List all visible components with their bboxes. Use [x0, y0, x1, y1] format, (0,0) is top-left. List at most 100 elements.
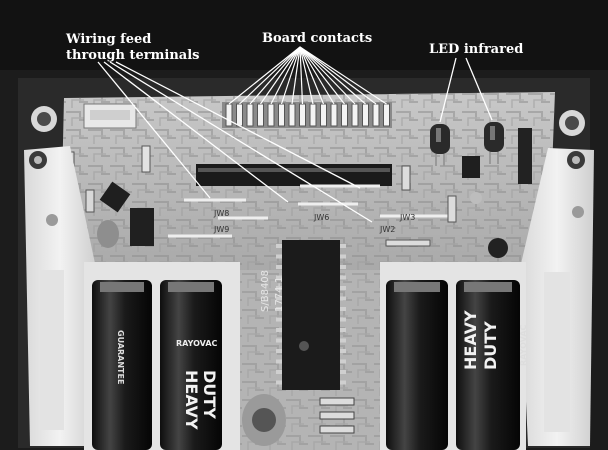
chip-pin: [276, 349, 282, 353]
board-contact-leader: [270, 46, 301, 105]
chip-pin: [276, 265, 282, 269]
jumper-label: JW3: [399, 213, 415, 222]
jumper-wires: [168, 184, 452, 238]
battery-holder-right: [520, 148, 594, 446]
board-contact-leader: [291, 46, 301, 105]
annotation-led-infrared: LED infrared: [429, 42, 524, 57]
chip-pin: [340, 380, 346, 385]
mounting-screw-left: [31, 106, 57, 132]
chip-pin: [276, 328, 282, 332]
annotation-board-contacts: Board contacts: [262, 31, 373, 46]
board-contact-pad: [278, 103, 285, 127]
chip-pin: [276, 244, 282, 248]
chip-part-number-2: 1774-1: [274, 277, 285, 312]
chip-pin: [340, 317, 346, 322]
battery-brand-print: RAYOVAC: [519, 324, 528, 366]
chip-pin: [340, 349, 346, 353]
chip-pin: [340, 307, 346, 311]
chip-pin: [276, 359, 282, 364]
board-contact-pad: [383, 103, 390, 127]
chip-pin: [276, 370, 282, 374]
chip-pin: [340, 359, 346, 364]
infrared-led-1: [430, 124, 450, 166]
board-contact-pad: [351, 103, 359, 127]
board-contact-leader: [280, 46, 301, 105]
board-contact-leader: [299, 46, 387, 105]
battery-guarantee-print: GUARANTEE: [116, 330, 125, 384]
board-contact-leader: [299, 46, 356, 105]
board-contact-pad: [246, 103, 254, 127]
board-contact-pad: [299, 103, 306, 127]
board-contact-leader: [299, 46, 366, 105]
battery-4: [456, 280, 520, 450]
board-contact-leaders: [228, 46, 387, 105]
board-contact-pad: [362, 103, 369, 127]
board-contact-leader: [299, 46, 314, 105]
chip-pin: [340, 275, 346, 280]
chip-pin: [340, 265, 346, 269]
battery-grade-print: HEAVY: [182, 370, 201, 430]
annotation-leaders: [97, 57, 493, 223]
infrared-led-2: [484, 122, 504, 164]
chip-pin: [340, 254, 346, 259]
board-contact-leader: [299, 46, 335, 105]
chip-pin: [276, 317, 282, 322]
resistor-horizontal: [385, 239, 431, 247]
battery-2: [160, 280, 222, 450]
board-contact-pad: [225, 103, 233, 127]
chip-pin: [340, 244, 346, 248]
battery-grade-print: DUTY: [481, 321, 500, 370]
transistor-right: [462, 156, 480, 178]
chip-pin: [340, 296, 346, 301]
annotation-wiring-feed: Wiring feed through terminals: [66, 32, 199, 64]
board-contact-leader: [299, 46, 377, 105]
chip-pin: [276, 307, 282, 311]
chip-pin: [276, 338, 282, 343]
board-contact-pad: [288, 103, 296, 127]
battery-grade-print: HEAVY: [461, 310, 480, 370]
board-contact-leader: [228, 46, 301, 105]
battery-3: [386, 280, 448, 450]
battery-grade-print: DUTY: [200, 370, 219, 419]
chip-pin: [340, 338, 346, 343]
board-contact-pad: [372, 103, 380, 127]
chip-pin: [340, 370, 346, 374]
jumper-label: JW8: [213, 209, 229, 218]
board-contact-pad: [267, 103, 275, 127]
board-contact-leader: [239, 46, 301, 105]
chip-pin: [276, 275, 282, 280]
capacitor-left: [97, 220, 119, 248]
resistors-right: [401, 165, 482, 223]
transistor-left: [99, 181, 131, 213]
ic-small-left: [130, 208, 154, 246]
battery-1: [92, 280, 152, 450]
component-right-vertical: [518, 128, 532, 184]
board-contact-leader: [260, 46, 301, 105]
board-contact-leader: [299, 46, 304, 105]
jumper-label: JW2: [379, 225, 395, 234]
board-contact-pad: [341, 103, 348, 127]
battery-holder-left: [24, 146, 96, 446]
board-contact-leader: [299, 46, 325, 105]
board-contact-leader: [299, 46, 345, 105]
chip-pin: [276, 286, 282, 290]
resistors-bottom: [319, 397, 355, 434]
board-contact-pad: [257, 103, 264, 127]
mounting-screw-right: [559, 110, 585, 136]
annotation-wiring-feed-line2: through terminals: [66, 48, 200, 63]
chip-pin: [276, 254, 282, 259]
board-contact-leader: [249, 46, 301, 105]
board-contact-pad: [236, 103, 243, 127]
annotation-wiring-feed-line1: Wiring feed: [66, 32, 152, 47]
chip-part-number: S/B8408: [260, 270, 271, 312]
main-ic-chip: S/B8408 1774-1: [260, 240, 346, 390]
board-contact-pad: [330, 103, 338, 127]
transistor-bottom-right: [488, 238, 508, 258]
board-contact-pad: [309, 103, 317, 127]
battery-brand-print: RAYOVAC: [176, 339, 218, 348]
jumper-label: JW9: [213, 225, 229, 234]
jumper-label: JW6: [313, 213, 329, 222]
chip-pin: [340, 286, 346, 290]
